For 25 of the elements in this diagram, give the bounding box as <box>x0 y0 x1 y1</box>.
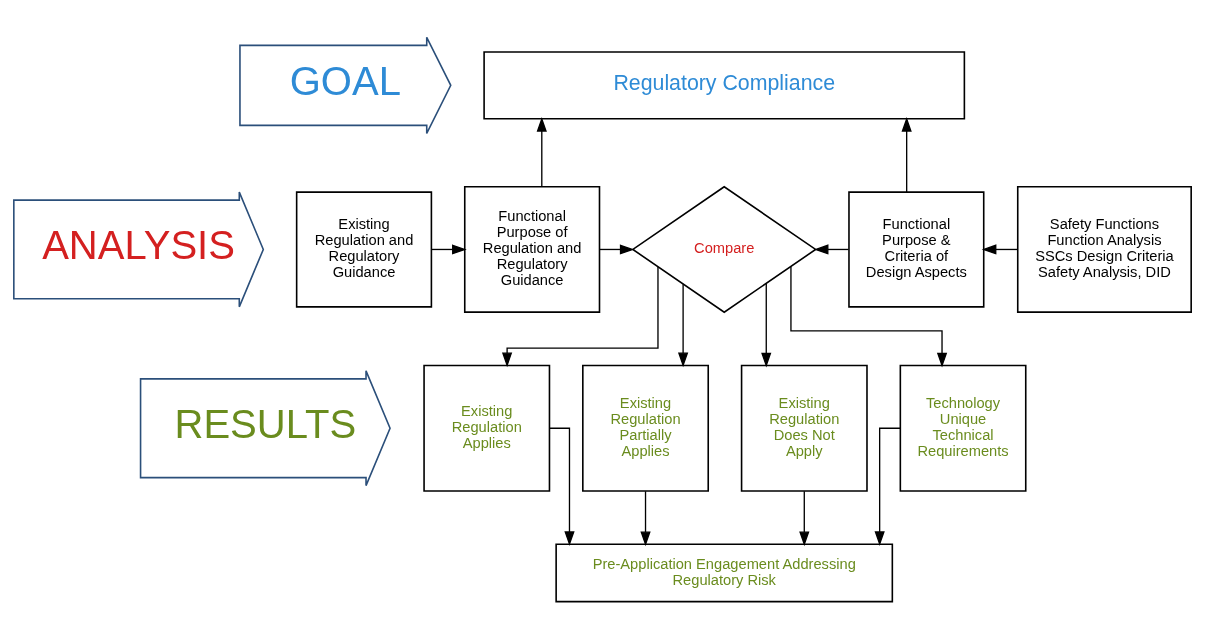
arrow <box>790 265 948 367</box>
arrow <box>536 116 547 187</box>
node-box: Existing Regulation Partially Applies <box>582 364 710 492</box>
node-box: Functional Purpose & Criteria of Design Aspects <box>848 190 985 308</box>
arrow <box>799 490 810 546</box>
arrow <box>430 243 467 255</box>
node-box: Existing Regulation and Regulatory Guidance <box>295 190 433 308</box>
node-box: Pre-Application Engagement Addressing Regulatory Risk <box>555 543 894 602</box>
arrow <box>874 427 901 546</box>
arrow <box>901 116 912 193</box>
arrow <box>761 282 772 367</box>
node-diamond: Compare <box>631 185 818 313</box>
node-box: Existing Regulation Does Not Apply <box>740 364 868 492</box>
node-box: Safety Functions Function Analysis SSCs Design Criteria Safety Analysis, DID <box>1016 185 1192 313</box>
arrow <box>981 243 1019 255</box>
arrow <box>677 283 689 367</box>
arrow <box>813 243 850 255</box>
node-box: Regulatory Compliance <box>483 50 966 119</box>
arrow <box>599 243 635 255</box>
arrow <box>549 427 575 546</box>
node-box: Technology Unique Technical Requirements <box>899 364 1027 492</box>
arrow <box>501 265 659 367</box>
node-box: Functional Purpose of Regulation and Regulatory Guidance <box>463 185 601 313</box>
node-box: Existing Regulation Applies <box>423 364 551 492</box>
arrow <box>640 490 651 546</box>
